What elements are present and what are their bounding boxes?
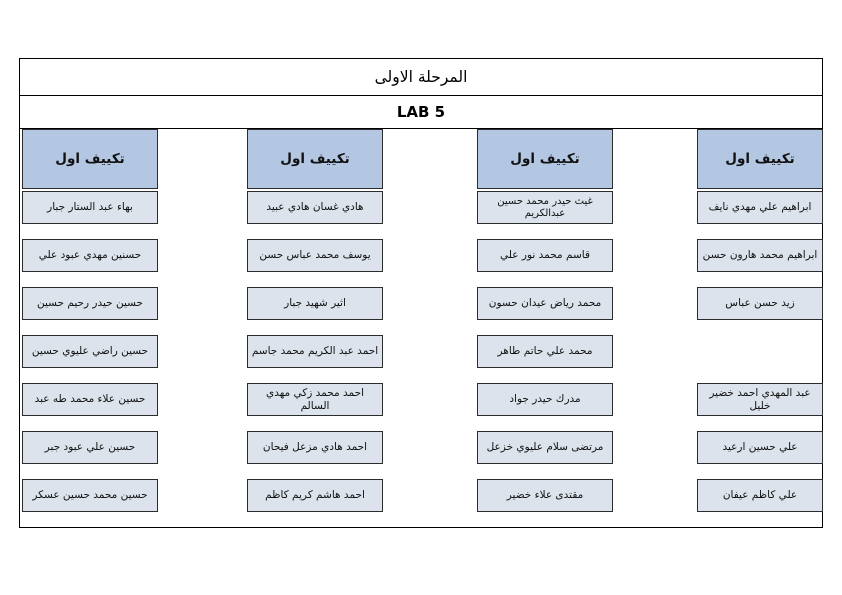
student-cell[interactable]: احمد هادي مزعل فيحان xyxy=(247,431,383,464)
column-2-header-label: تكييف اول xyxy=(280,151,350,167)
column-3-cells: غيث حيدر محمد حسين عبدالكريم قاسم محمد ن… xyxy=(477,191,613,527)
student-cell[interactable]: احمد هاشم كريم كاظم xyxy=(247,479,383,512)
student-cell[interactable]: محمد رياض عيدان حسون xyxy=(477,287,613,320)
roster-table: المرحلة الاولى LAB 5 تكييف اول بهاء عبد … xyxy=(19,58,823,528)
student-cell[interactable]: علي كاظم عيفان xyxy=(697,479,823,512)
column-2-cells: هادي غسان هادي عبيد يوسف محمد عباس حسن ا… xyxy=(247,191,383,527)
student-cell[interactable]: قاسم محمد نور علي xyxy=(477,239,613,272)
student-cell[interactable]: مدرك حيدر جواد xyxy=(477,383,613,416)
student-cell[interactable]: حسين محمد حسين عسكر xyxy=(22,479,158,512)
student-cell[interactable]: بهاء عبد الستار جبار xyxy=(22,191,158,224)
column-4-header: تكييف اول xyxy=(697,129,823,189)
student-cell[interactable]: مقتدى علاء خضير xyxy=(477,479,613,512)
column-3-header: تكييف اول xyxy=(477,129,613,189)
student-cell[interactable]: حسين راضي عليوي حسين xyxy=(22,335,158,368)
student-cell[interactable]: محمد علي حاتم طاهر xyxy=(477,335,613,368)
student-cell[interactable]: حسين علاء محمد طه عبد xyxy=(22,383,158,416)
page-title-lab: LAB 5 xyxy=(20,96,822,129)
column-4-cells: ابراهيم علي مهدي نايف ابراهيم محمد هارون… xyxy=(697,191,823,527)
student-cell[interactable]: اثير شهيد جبار xyxy=(247,287,383,320)
student-cell-empty xyxy=(697,335,823,368)
column-4-header-label: تكييف اول xyxy=(725,151,795,167)
student-cell[interactable]: ابراهيم علي مهدي نايف xyxy=(697,191,823,224)
student-cell[interactable]: يوسف محمد عباس حسن xyxy=(247,239,383,272)
student-cell[interactable]: احمد عبد الكريم محمد جاسم xyxy=(247,335,383,368)
column-1-header-label: تكييف اول xyxy=(55,151,125,167)
column-2-header: تكييف اول xyxy=(247,129,383,189)
student-cell[interactable]: علي حسين ارعيد xyxy=(697,431,823,464)
student-cell[interactable]: زيد حسن عباس xyxy=(697,287,823,320)
student-cell[interactable]: احمد محمد زكي مهدي السالم xyxy=(247,383,383,416)
student-cell[interactable]: حسين حيدر رحيم حسين xyxy=(22,287,158,320)
column-3-header-label: تكييف اول xyxy=(510,151,580,167)
student-cell[interactable]: حسنين مهدي عبود علي xyxy=(22,239,158,272)
student-cell[interactable]: هادي غسان هادي عبيد xyxy=(247,191,383,224)
columns-container: تكييف اول بهاء عبد الستار جبار حسنين مهد… xyxy=(20,129,823,529)
column-1-cells: بهاء عبد الستار جبار حسنين مهدي عبود علي… xyxy=(22,191,158,527)
student-cell[interactable]: حسين علي عبود جبر xyxy=(22,431,158,464)
page-title-stage: المرحلة الاولى xyxy=(20,59,822,96)
student-cell[interactable]: غيث حيدر محمد حسين عبدالكريم xyxy=(477,191,613,224)
student-cell[interactable]: عبد المهدي احمد خضير خليل xyxy=(697,383,823,416)
student-cell[interactable]: مرتضى سلام عليوي خزعل xyxy=(477,431,613,464)
page-title-lab-text: LAB 5 xyxy=(396,103,446,121)
column-1-header: تكييف اول xyxy=(22,129,158,189)
page-title-stage-text: المرحلة الاولى xyxy=(374,68,468,86)
student-cell[interactable]: ابراهيم محمد هارون حسن xyxy=(697,239,823,272)
